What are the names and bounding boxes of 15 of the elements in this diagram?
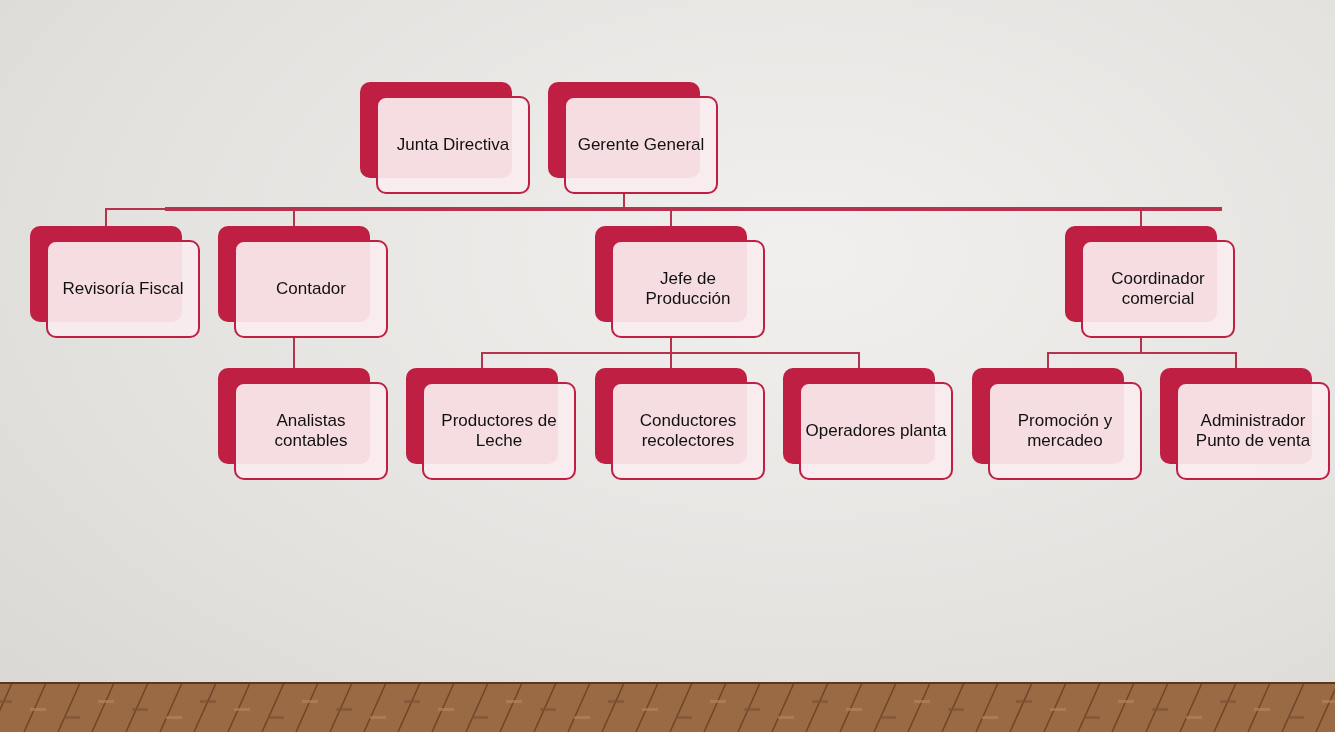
role-title: Analistas contables <box>273 410 349 452</box>
role-title: Coordinador comercial <box>1110 268 1206 310</box>
connector-line <box>1140 337 1237 369</box>
connector-line <box>670 337 860 369</box>
role-title: Promoción y mercadeo <box>1016 410 1114 452</box>
role-title: Junta Directiva <box>395 134 511 156</box>
role-title: Conductores recolectores <box>638 410 738 452</box>
role-title: Productores de Leche <box>440 410 558 452</box>
role-title: Operadores planta <box>804 420 948 442</box>
role-title: Revisoría Fiscal <box>61 278 185 300</box>
role-title: Administrador Punto de venta <box>1194 410 1312 452</box>
connector-line <box>293 337 295 369</box>
role-title: Gerente General <box>576 134 706 156</box>
role-title: Contador <box>275 278 347 300</box>
role-title: Jefe de Producción <box>644 268 732 310</box>
